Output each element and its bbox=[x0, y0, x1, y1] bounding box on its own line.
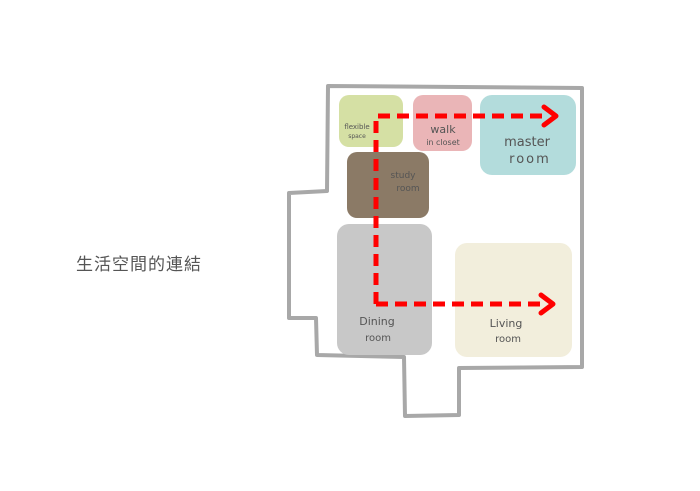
label-master-room-1: master bbox=[504, 135, 550, 150]
label-flexible-space-1: flexible bbox=[344, 123, 369, 131]
label-living-room-1: Living bbox=[490, 317, 523, 330]
room-living-room bbox=[455, 243, 572, 357]
diagram-title: 生活空間的連結 bbox=[76, 255, 202, 275]
label-walk-in-closet-2: in closet bbox=[426, 138, 460, 147]
label-study-room-2: room bbox=[396, 184, 419, 194]
label-dining-room-2: room bbox=[365, 333, 391, 344]
room-dining-room bbox=[337, 224, 432, 355]
circulation-path bbox=[373, 113, 548, 307]
room-walk-in-closet bbox=[413, 95, 472, 151]
floor-outline bbox=[287, 84, 584, 418]
label-flexible-space-2: space bbox=[348, 133, 366, 140]
room-study-room bbox=[347, 152, 429, 218]
label-living-room-2: room bbox=[495, 334, 521, 345]
label-study-room-1: study bbox=[391, 171, 417, 181]
arrow-head-upper-icon bbox=[541, 104, 559, 128]
arrow-head-lower-icon bbox=[538, 292, 556, 316]
room-flexible-space bbox=[339, 95, 403, 147]
label-master-room-2: room bbox=[509, 152, 551, 167]
label-dining-room-1: Dining bbox=[359, 315, 395, 328]
label-walk-in-closet-1: walk bbox=[430, 123, 456, 136]
